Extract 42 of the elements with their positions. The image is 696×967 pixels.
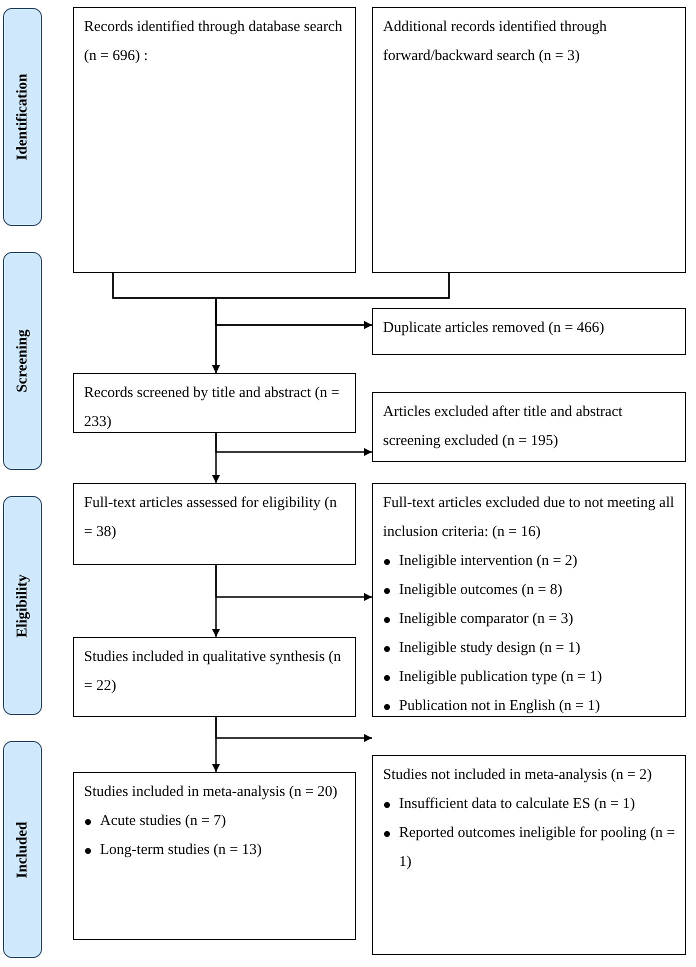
list-item: Ineligible intervention (n = 2) (383, 547, 675, 576)
list-item: Acute studies (n = 7) (84, 807, 345, 836)
process-box (73, 7, 356, 273)
box-text: Studies included in qualitative synthesis (n = 22) (84, 648, 342, 696)
process-box (372, 308, 686, 355)
box-text: Additional records identified through forward/backward search (n = 3) (383, 18, 608, 66)
stage-label: Screening (14, 329, 31, 393)
stage-label-band (3, 496, 42, 715)
process-box (372, 755, 686, 955)
list-item: Insufficient data to calculate ES (n = 1) (383, 790, 675, 819)
process-box (73, 637, 356, 717)
list-item: Long-term studies (n = 13) (84, 836, 345, 865)
stage-label-band (3, 252, 42, 470)
stage-label-band (3, 741, 42, 958)
box-text: Studies included in meta-analysis (n = 20) (84, 783, 338, 802)
list-item: Ineligible publication type (n = 1) (383, 663, 675, 692)
list-item: Reported outcomes ineligible for pooling (n = 1) (383, 819, 675, 877)
arrow (215, 565, 372, 601)
process-box (73, 483, 356, 565)
list-item: Ineligible outcomes (n = 8) (383, 576, 675, 605)
box-text: Full-text articles excluded due to not meeting all inclusion criteria: (n = 16) (383, 494, 675, 542)
process-box (73, 373, 356, 433)
stage-label: Identification (14, 74, 31, 160)
arrow (215, 273, 450, 329)
list-item: Ineligible study design (n = 1) (383, 634, 675, 663)
box-text: Duplicate articles removed (n = 466) (383, 319, 606, 338)
process-box (372, 392, 686, 462)
process-box (372, 483, 686, 717)
process-box (73, 772, 356, 940)
list-item: Ineligible comparator (n = 3) (383, 605, 675, 634)
arrow (215, 433, 372, 456)
stage-label-band (3, 8, 42, 226)
arrow (215, 717, 372, 742)
box-text: Articles excluded after title and abstract screening excluded (n = 195) (383, 403, 624, 451)
box-text: Records screened by title and abstract (n = 233) (84, 384, 340, 432)
stage-label: Included (14, 821, 31, 878)
box-text: Records identified through database search (n = 696) : (84, 18, 344, 66)
box-text: Full-text articles assessed for eligibility (n = 38) (84, 494, 338, 542)
list-item: Publication not in English (n = 1) (383, 692, 675, 721)
process-box (372, 7, 686, 273)
box-text: Studies not included in meta-analysis (n = 2) (383, 766, 653, 785)
stage-label: Eligibility (14, 574, 31, 638)
